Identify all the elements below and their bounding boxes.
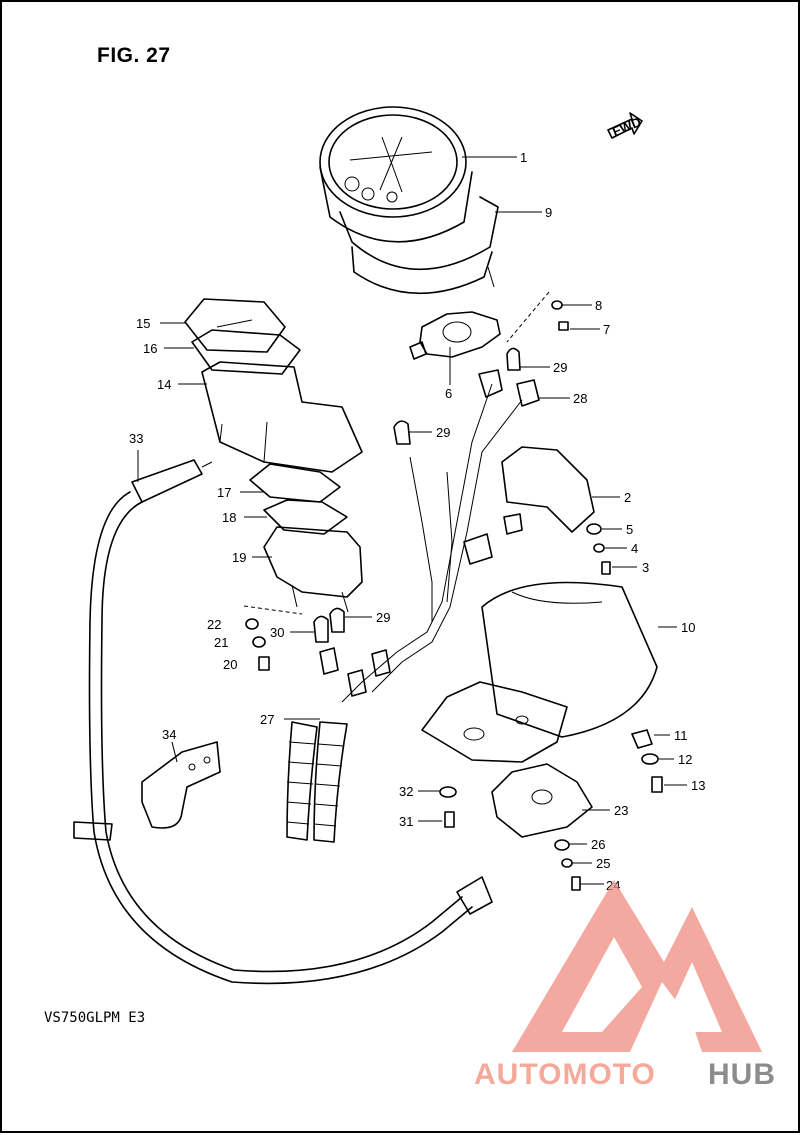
- fasteners-center-lower: [439, 786, 457, 828]
- mount-bracket-part: [491, 763, 593, 838]
- fwd-arrow-icon: FWD: [607, 112, 643, 139]
- model-code: VS750GLPM E3: [44, 1010, 146, 1026]
- fasteners-bottom: [554, 839, 581, 891]
- callout-33: 33: [129, 431, 143, 446]
- socket-bracket-part: [409, 311, 501, 360]
- bulb-sockets-upper: [393, 347, 540, 445]
- fasteners-right-lower: [631, 729, 663, 793]
- callout-21: 21: [214, 635, 228, 650]
- wiring-harness-part: [286, 383, 523, 843]
- callout-26: 26: [591, 837, 605, 852]
- watermark-text: AUTOMOTO HUB: [474, 1058, 776, 1091]
- meter-cover-part: [421, 581, 658, 763]
- fwd-label: FWD: [610, 114, 643, 139]
- callout-29-b: 29: [436, 425, 450, 440]
- bulb-30: [313, 607, 345, 643]
- callout-11: 11: [674, 728, 688, 743]
- callout-23: 23: [614, 803, 628, 818]
- callout-1: 1: [520, 150, 527, 165]
- callout-22: 22: [207, 617, 221, 632]
- callout-34: 34: [162, 727, 176, 742]
- indicator-housing-part: [184, 298, 363, 473]
- watermark-logo-icon: [512, 880, 762, 1052]
- callout-16: 16: [143, 341, 157, 356]
- wiring-connector-part: [463, 446, 595, 565]
- callout-28: 28: [573, 391, 587, 406]
- callout-20: 20: [223, 657, 237, 672]
- callout-12: 12: [678, 752, 692, 767]
- callout-13: 13: [691, 778, 705, 793]
- callout-7: 7: [603, 322, 610, 337]
- callout-29-a: 29: [553, 360, 567, 375]
- callout-8: 8: [595, 298, 602, 313]
- callout-15: 15: [136, 316, 150, 331]
- callout-18: 18: [222, 510, 236, 525]
- callout-29-c: 29: [376, 610, 390, 625]
- watermark-right-text: HUB: [708, 1058, 776, 1091]
- callout-32: 32: [399, 784, 413, 799]
- callout-numbers: 1 9 8 7 6 29 28 15 16 14 33 29 17 2 18 5…: [129, 150, 705, 893]
- callout-4: 4: [631, 541, 638, 556]
- fasteners-left: [245, 618, 270, 671]
- callout-14: 14: [157, 377, 171, 392]
- callout-6: 6: [445, 386, 452, 401]
- callout-leader-lines: [137, 156, 687, 885]
- callout-30: 30: [270, 625, 284, 640]
- callout-31: 31: [399, 814, 413, 829]
- callout-17: 17: [217, 485, 231, 500]
- watermark-left-text: AUTOMOTO: [474, 1058, 656, 1091]
- callout-5: 5: [626, 522, 633, 537]
- nut-screw-parts-upper: [506, 291, 569, 343]
- speedometer-cable-part: [73, 459, 493, 985]
- callout-10: 10: [681, 620, 695, 635]
- cable-clamp-part: [141, 741, 221, 829]
- callout-2: 2: [624, 490, 631, 505]
- callout-25: 25: [596, 856, 610, 871]
- callout-27: 27: [260, 712, 274, 727]
- speedometer-part: [319, 106, 499, 295]
- figure-title: FIG. 27: [97, 44, 171, 67]
- fasteners-right: [586, 523, 611, 575]
- callout-3: 3: [642, 560, 649, 575]
- callout-19: 19: [232, 550, 246, 565]
- indicator-base-part: [243, 463, 363, 615]
- callout-9: 9: [545, 205, 552, 220]
